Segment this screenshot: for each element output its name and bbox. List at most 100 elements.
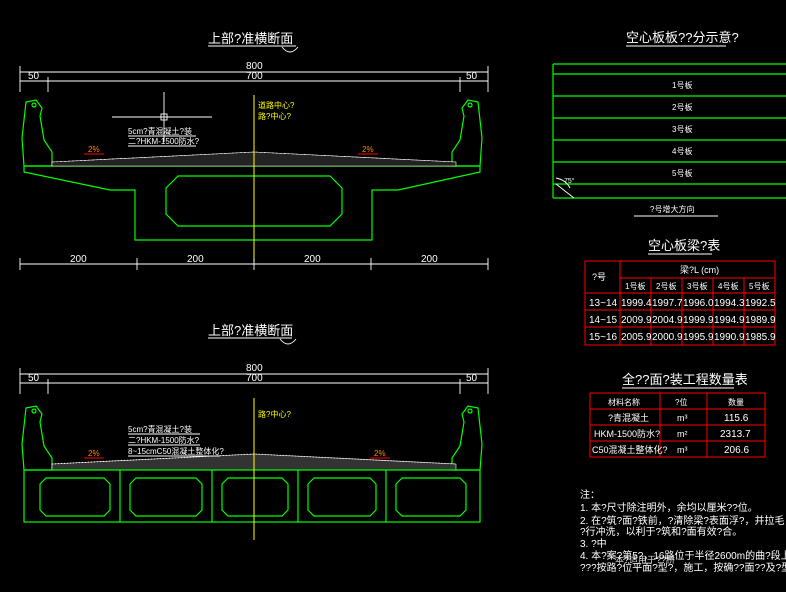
dim-total-label: 800: [246, 61, 263, 72]
layer-label-1: 5cm?青混凝土?装: [128, 126, 192, 136]
beam-cell: 2005.9: [621, 332, 652, 343]
hollow-slab-cell-2: [129, 477, 203, 517]
slope-right-label: 2%: [362, 145, 374, 154]
center-label-1: 道路中心?: [258, 100, 295, 110]
beam-cell: 1999.9: [683, 315, 714, 326]
section-2-title: 上部?准横断面: [208, 323, 293, 338]
dim-total-label: 800: [246, 363, 263, 374]
skew-angle-label: 75°: [564, 177, 575, 185]
left-barrier: [21, 99, 53, 167]
note-line-3: ?行冲洗，以利于?筑和?面有效?合。: [580, 525, 742, 538]
bottom-dim-2: 200: [187, 254, 204, 265]
section-2-title-hook: [279, 338, 297, 345]
beam-header-group: 梁?L (cm): [680, 264, 719, 275]
barrier-rail: [31, 102, 37, 108]
slab-order-note: ?号增大方向: [650, 204, 694, 214]
beam-cell: 1994.9: [714, 315, 745, 326]
slope-left-label: 2%: [88, 449, 100, 458]
beam-col-span: ?号: [592, 272, 606, 282]
hollow-slab-cell-5: [395, 477, 467, 517]
quantity-table-title: 全??面?装工程数量表: [622, 372, 748, 387]
beam-cell: 1989.9: [745, 315, 776, 326]
beam-cell: 1992.5: [745, 298, 776, 309]
quantity-header: 材料名称: [608, 397, 640, 407]
slope-right-label: 2%: [374, 449, 386, 458]
beam-cell: 1995.9: [683, 332, 714, 343]
slab-label-5: 5号板: [672, 168, 692, 178]
section-1-cross-section: 上部?准横断面 800 700 50 50 道路中心? 路?中心? 5c: [19, 31, 489, 270]
note-line-1: 1. 本?尺寸除注明外，余均以厘米??位。: [580, 501, 758, 514]
quantity-unit: m³: [677, 413, 688, 423]
slab-layout-diagram: 空心板板??分示意? 1号板 2号板 3号板 4号板 5号板 75° ?号增大方…: [552, 30, 786, 217]
beam-subheader: 3号板: [687, 281, 707, 291]
note-line-6: ???按路?位平面?型?，施工，按确??面??及?型: [580, 561, 786, 574]
center-label: 路?中心?: [258, 409, 291, 419]
dim-inner-label: 700: [246, 373, 263, 384]
dim-side-right-label: 50: [466, 373, 478, 384]
slab-label-1: 1号板: [672, 80, 692, 90]
hollow-slab-cell-3: [221, 477, 289, 517]
quantity-unit: m³: [677, 445, 688, 455]
skew-arc: [555, 177, 571, 189]
beam-cell: 2000.9: [652, 332, 683, 343]
right-barrier: [451, 99, 483, 167]
quantity-name: HKM-1500防水?: [594, 428, 660, 439]
beam-row-span: 15~16: [589, 332, 618, 343]
box-girder-outline: [23, 166, 481, 241]
pavement-hatch: [51, 151, 457, 163]
center-label-2: 路?中心?: [258, 111, 291, 121]
layer-label-2: 二?HKM-1500防水?: [128, 136, 200, 146]
bottom-dim-4: 200: [421, 254, 438, 265]
left-barrier: [21, 405, 53, 471]
slab-diagram-title: 空心板板??分示意?: [626, 30, 739, 45]
quantity-name: C50混凝土整体化?: [592, 444, 668, 455]
right-barrier: [451, 405, 483, 471]
notes-heading: 注：: [580, 488, 600, 501]
note-line-2: 2. 在?筑?面?铁前，?清除梁?表面浮?，并拉毛，使用高?: [580, 514, 786, 527]
beam-table-title: 空心板梁?表: [648, 238, 720, 253]
quantity-unit: m²: [677, 429, 688, 439]
beam-cell: 1996.0: [683, 298, 714, 309]
beam-subheader: 2号板: [656, 281, 676, 291]
notes-block: 注： 1. 本?尺寸除注明外，余均以厘米??位。 2. 在?筑?面?铁前，?清除…: [580, 488, 786, 574]
beam-cell: 1997.7: [652, 298, 683, 309]
beam-row-span: 14~15: [589, 315, 618, 326]
cursor-pickbox: [160, 113, 168, 121]
layer-label-2: 二?HKM-1500防水?: [128, 435, 200, 445]
slab-label-3: 3号板: [672, 124, 692, 134]
beam-row-span: 13~14: [589, 298, 618, 309]
note-line-5: 4. 本?案?第5?，16路位于半径2600m的曲?段上: [580, 549, 786, 562]
bottom-dim-3: 200: [304, 254, 321, 265]
beam-cell: 1985.9: [745, 332, 776, 343]
quantity-header: 数量: [728, 397, 744, 407]
section-1-title: 上部?准横断面: [208, 31, 293, 46]
dim-inner-label: 700: [246, 71, 263, 82]
dim-side-right-label: 50: [466, 71, 478, 82]
quantity-value: 115.6: [724, 413, 749, 424]
slab-row-outline: [23, 469, 481, 523]
skew-line: [555, 183, 575, 199]
note-line-4: 3. ?中: [580, 537, 607, 550]
beam-subheader: 1号板: [625, 281, 645, 291]
beam-cell: 1999.4: [621, 298, 652, 309]
hollow-slab-cell-4: [307, 477, 377, 517]
barrier-rail: [31, 408, 37, 414]
dim-side-left-label: 50: [28, 373, 40, 384]
beam-cell: 1990.9: [714, 332, 745, 343]
layer-label-3: 8~15cmC50混凝土整体化?: [128, 446, 224, 456]
beam-cell: 1994.3: [714, 298, 745, 309]
barrier-rail: [467, 408, 473, 414]
barrier-rail: [467, 102, 473, 108]
slope-left-label: 2%: [88, 145, 100, 154]
quantity-name: ?青混凝土: [608, 412, 649, 423]
beam-subheader: 5号板: [749, 281, 769, 291]
bottom-dim-1: 200: [70, 254, 87, 265]
beam-length-table: 空心板梁?表 ?号 梁?L (cm) 1号板 2号板 3号板 4号板 5号板 1…: [584, 238, 776, 346]
quantity-value: 2313.7: [720, 429, 751, 440]
note-overlap-text: 本?适用于??桥: [615, 554, 675, 565]
section-1-title-hook: [281, 46, 299, 53]
slab-label-4: 4号板: [672, 146, 692, 156]
quantity-table: 全??面?装工程数量表 材料名称 ?位 数量 ?青混凝土 m³ 115.6 HK…: [589, 372, 766, 458]
quantity-value: 206.6: [724, 445, 749, 456]
